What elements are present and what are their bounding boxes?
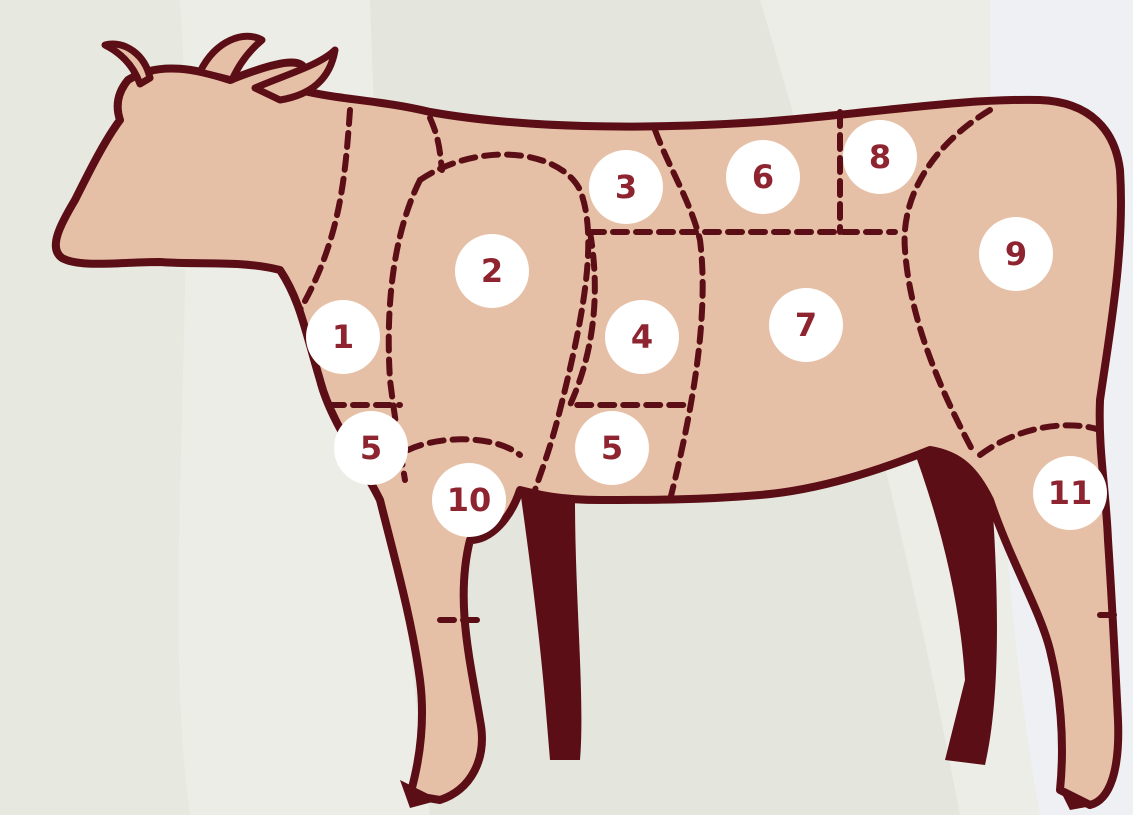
svg-text:4: 4	[631, 318, 653, 356]
svg-text:5: 5	[360, 429, 382, 467]
cut-4-label: 4	[605, 300, 679, 374]
svg-text:7: 7	[795, 306, 817, 344]
svg-text:11: 11	[1048, 474, 1093, 512]
cut-5-mid-label: 5	[575, 411, 649, 485]
svg-text:9: 9	[1005, 235, 1027, 273]
cut-11-label: 11	[1033, 456, 1107, 530]
svg-text:3: 3	[615, 168, 637, 206]
cut-8-label: 8	[843, 120, 917, 194]
svg-text:6: 6	[752, 158, 774, 196]
cut-7-label: 7	[769, 288, 843, 362]
cut-6-label: 6	[726, 140, 800, 214]
cut-10-label: 10	[432, 463, 506, 537]
cut-9-label: 9	[979, 217, 1053, 291]
cut-1-label: 1	[306, 300, 380, 374]
svg-text:10: 10	[447, 481, 492, 519]
svg-text:5: 5	[601, 429, 623, 467]
cut-3-label: 3	[589, 150, 663, 224]
svg-text:8: 8	[869, 138, 891, 176]
svg-text:2: 2	[481, 252, 503, 290]
cut-2-label: 2	[455, 234, 529, 308]
cut-5-front-label: 5	[334, 411, 408, 485]
svg-text:1: 1	[332, 318, 354, 356]
